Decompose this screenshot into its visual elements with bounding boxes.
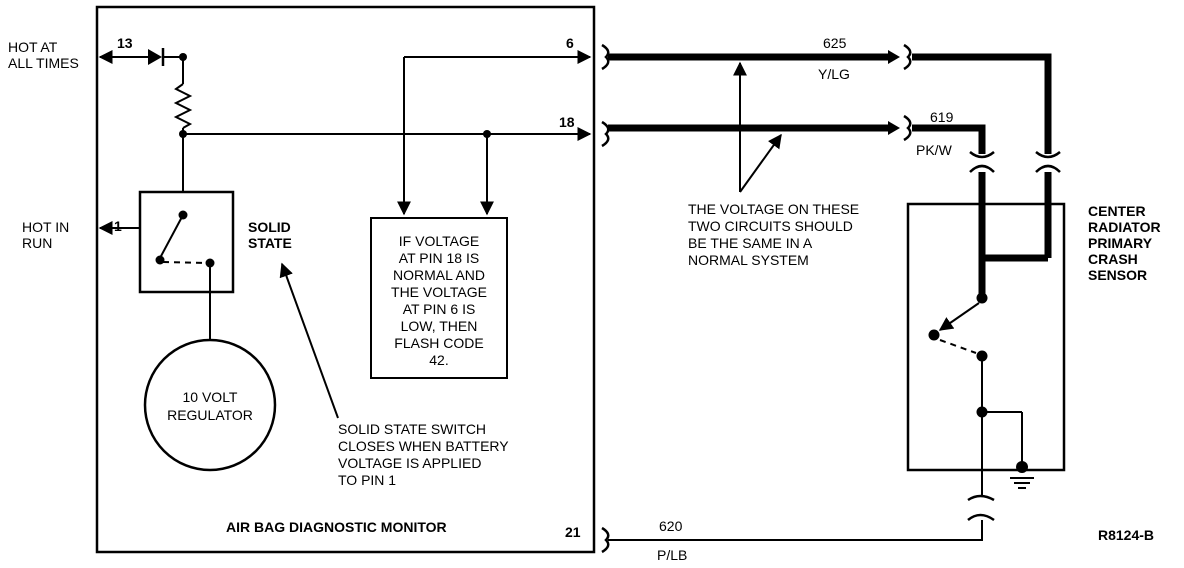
sensor-label: CENTER RADIATOR PRIMARY CRASH SENSOR [1088, 203, 1161, 283]
circuit-625-label: 625 [823, 35, 847, 51]
circuit-620-label: 620 [659, 518, 683, 534]
connector-icon [601, 526, 610, 554]
connector-icon [601, 43, 610, 71]
hot-in-run-label: RUN [22, 235, 52, 251]
monitor-title: AIR BAG DIAGNOSTIC MONITOR [226, 519, 447, 535]
circuit-619-label: 619 [930, 109, 954, 125]
note-line: FLASH CODE [394, 335, 483, 351]
note-line: IF VOLTAGE [399, 233, 479, 249]
note-line: NORMAL SYSTEM [688, 252, 809, 268]
voltage-note-text: THE VOLTAGE ON THESE TWO CIRCUITS SHOULD… [688, 201, 859, 268]
sensor-label-line: PRIMARY [1088, 235, 1153, 251]
solid-state-label: STATE [248, 235, 292, 251]
regulator-label: REGULATOR [167, 407, 253, 423]
voltage-note-arrow [739, 133, 782, 193]
pin-6-label: 6 [566, 35, 574, 51]
note-line: THE VOLTAGE ON THESE [688, 201, 859, 217]
diode-icon [148, 49, 162, 65]
note-line: CLOSES WHEN BATTERY [338, 438, 509, 454]
pin-13-label: 13 [117, 35, 133, 51]
hot-at-all-times-label: ALL TIMES [8, 55, 79, 71]
sensor-label-line: RADIATOR [1088, 219, 1161, 235]
pin-1-label: 1 [114, 218, 122, 234]
note-box-text: IF VOLTAGE AT PIN 18 IS NORMAL AND THE V… [391, 233, 487, 368]
note-line: BE THE SAME IN A [688, 235, 813, 251]
figure-id: R8124-B [1098, 527, 1154, 543]
pin-21-label: 21 [565, 524, 581, 540]
note-line: 42. [429, 352, 448, 368]
note-line: LOW, THEN [401, 318, 478, 334]
note-line: TWO CIRCUITS SHOULD [688, 218, 853, 234]
note-box [370, 217, 508, 379]
pin-18-label: 18 [559, 114, 575, 130]
circuit-619-color: PK/W [916, 142, 953, 158]
solid-state-switch-box [138, 190, 235, 294]
crash-sensor-box [906, 202, 1066, 472]
ground-icon [1010, 477, 1034, 489]
diagnostic-monitor-box [95, 5, 596, 554]
resistor-icon [173, 83, 193, 129]
switch-note-arrow [279, 262, 339, 419]
note-line: AT PIN 6 IS [403, 301, 476, 317]
hot-at-all-times-label: HOT AT [8, 39, 58, 55]
sensor-label-line: CRASH [1088, 251, 1138, 267]
sensor-label-line: SENSOR [1088, 267, 1147, 283]
note-line: AT PIN 18 IS [399, 250, 479, 266]
circuit-625-color: Y/LG [818, 66, 850, 82]
hot-in-run-label: HOT IN [22, 219, 69, 235]
solid-state-label: SOLID [248, 219, 291, 235]
note-line: NORMAL AND [393, 267, 485, 283]
note-line: THE VOLTAGE [391, 284, 487, 300]
connector-icon [601, 120, 610, 148]
switch-note-text: SOLID STATE SWITCH CLOSES WHEN BATTERY V… [338, 421, 509, 488]
note-line: TO PIN 1 [338, 472, 396, 488]
connector-icon [903, 43, 912, 71]
regulator-label: 10 VOLT [183, 389, 238, 405]
voltage-regulator [143, 338, 277, 472]
connector-icon [903, 114, 912, 142]
sensor-label-line: CENTER [1088, 203, 1146, 219]
note-line: VOLTAGE IS APPLIED [338, 455, 481, 471]
circuit-620-color: P/LB [657, 547, 687, 563]
circuit-620-wire [608, 520, 983, 541]
note-line: SOLID STATE SWITCH [338, 421, 486, 437]
